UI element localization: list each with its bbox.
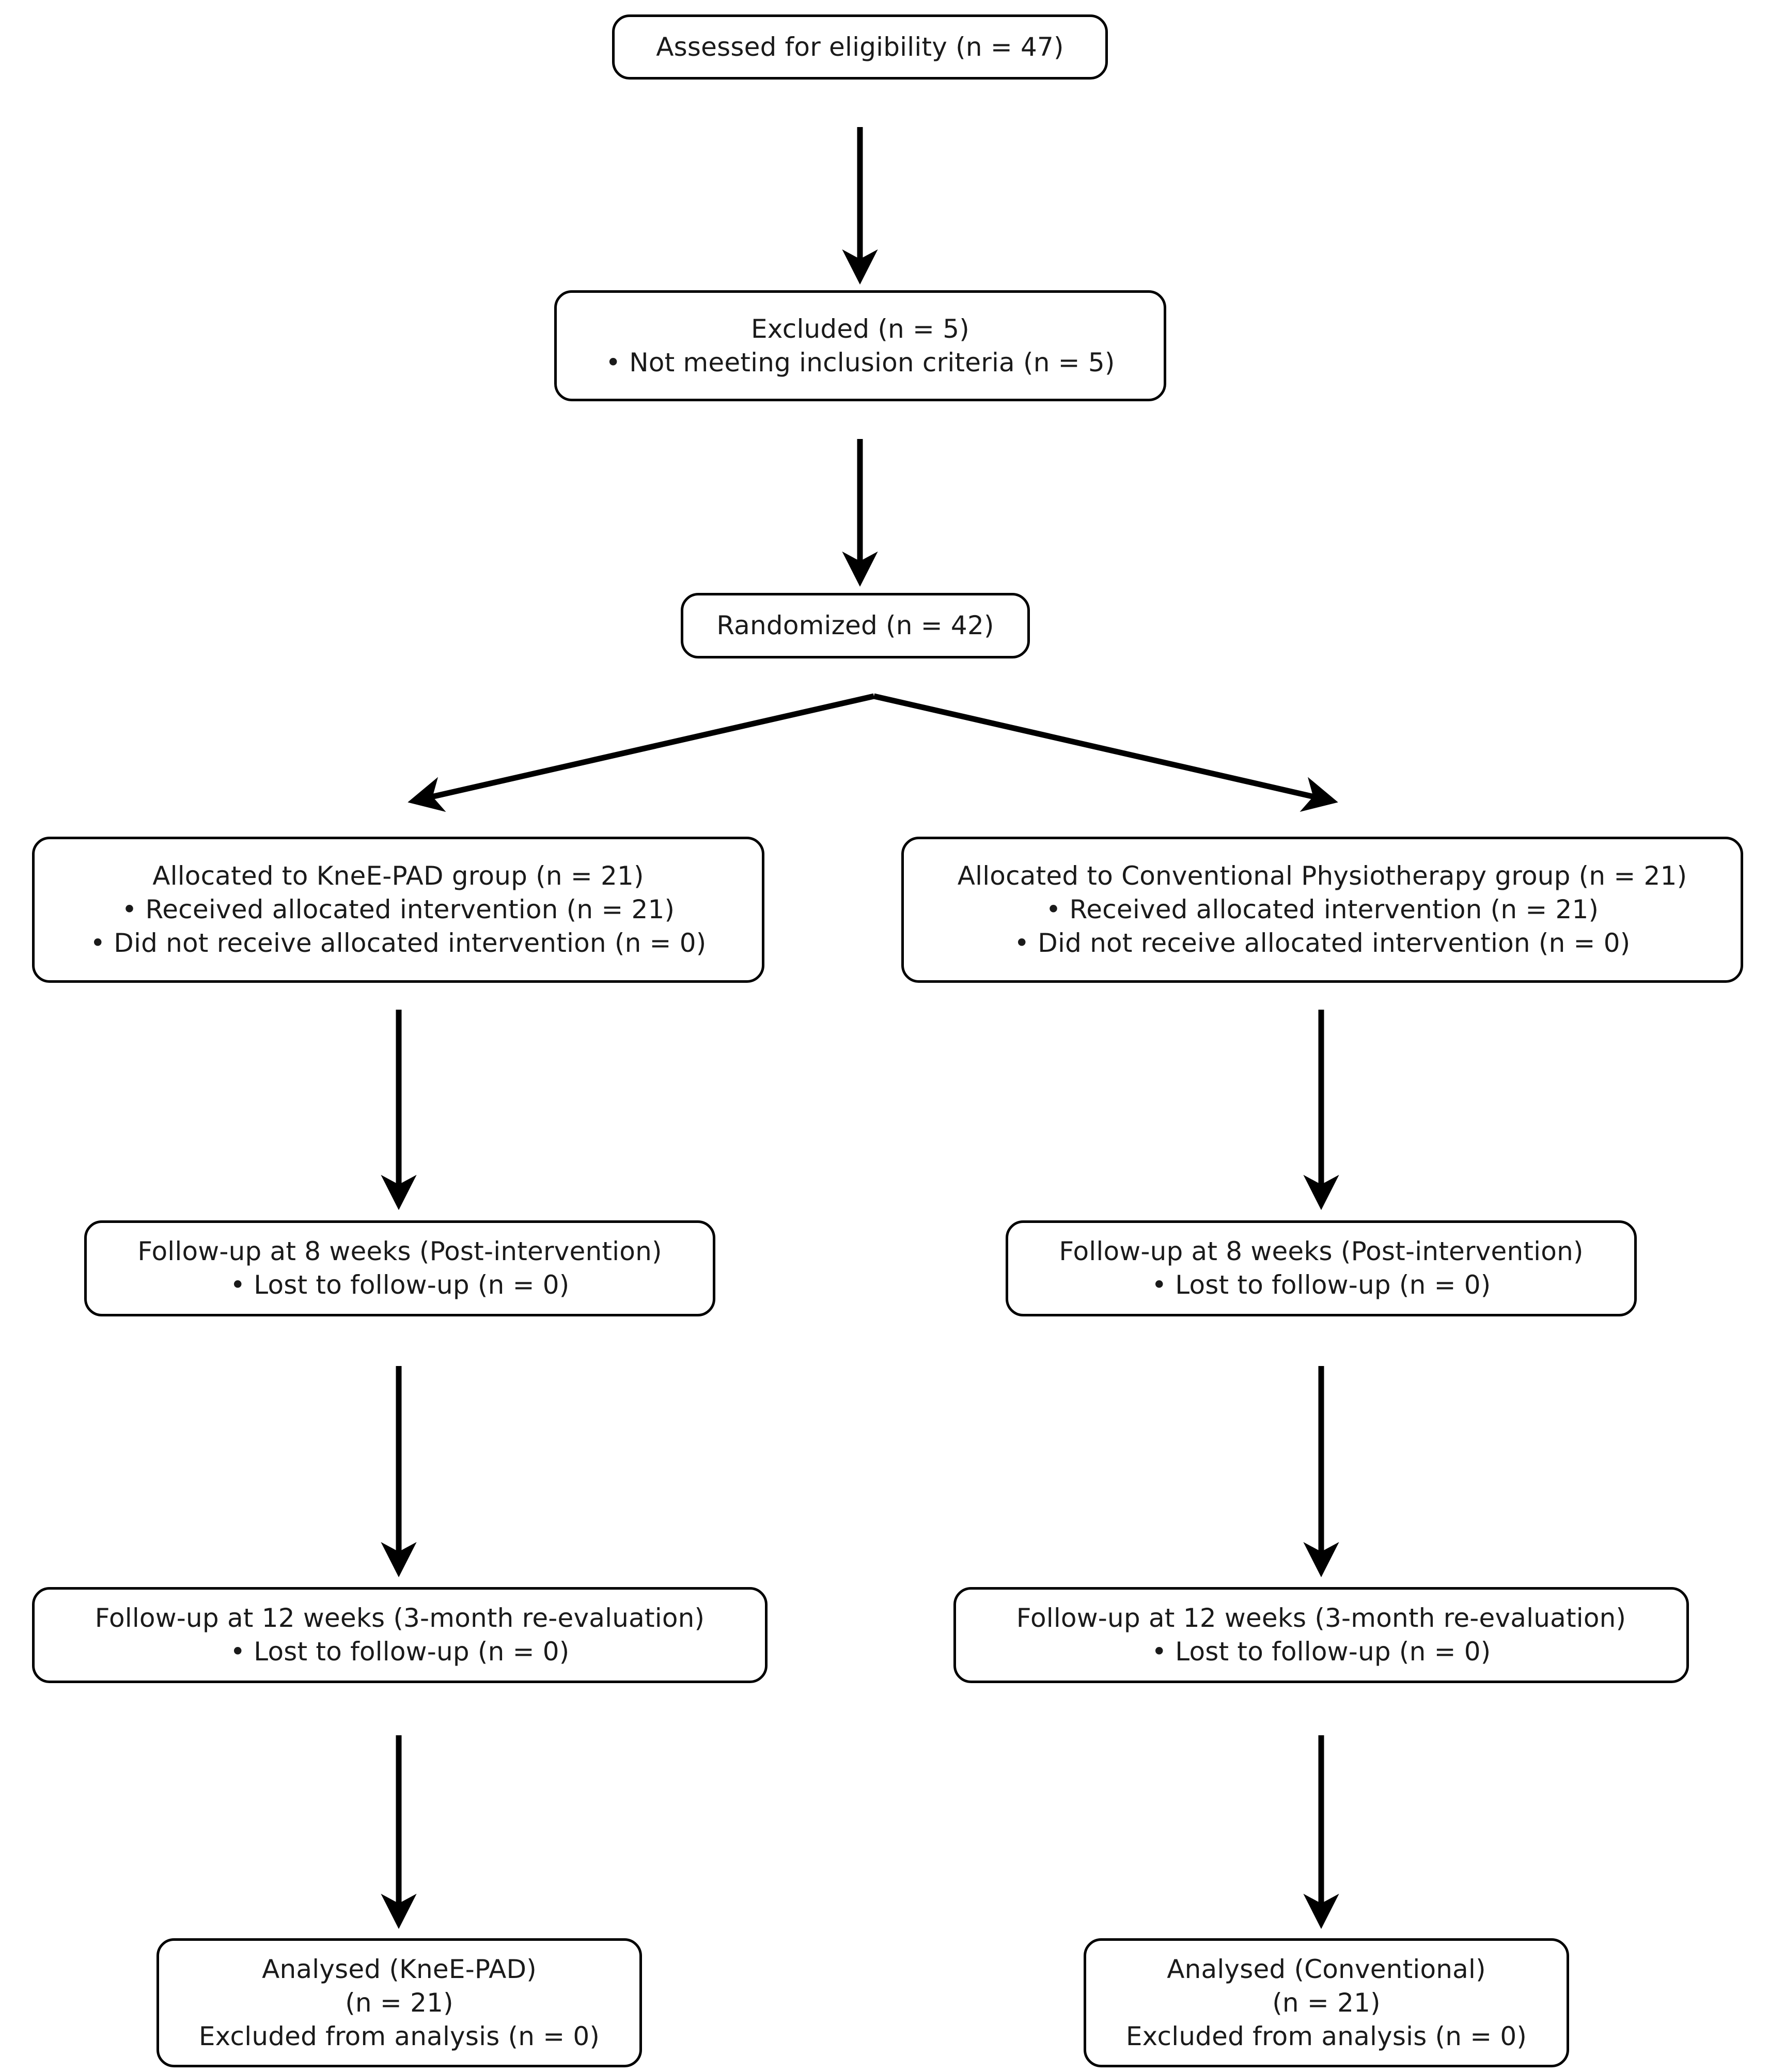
node-line: • Lost to follow-up (n = 0) [1151, 1270, 1491, 1300]
node-line: • Lost to follow-up (n = 0) [230, 1270, 570, 1300]
node-line: • Received allocated intervention (n = 2… [1045, 894, 1599, 924]
node-line: Allocated to Conventional Physiotherapy … [957, 861, 1687, 891]
node-analysed-conventional: Analysed (Conventional) (n = 21) Exclude… [1084, 1938, 1569, 2067]
node-allocation-kneepad: Allocated to KneE-PAD group (n = 21) • R… [32, 837, 764, 983]
node-line: • Lost to follow-up (n = 0) [1151, 1637, 1491, 1667]
node-line: (n = 21) [345, 1987, 453, 2018]
node-line: Follow-up at 8 weeks (Post-intervention) [1059, 1236, 1584, 1266]
node-line: Randomized (n = 42) [716, 610, 994, 640]
node-followup-12-weeks-kneepad: Follow-up at 12 weeks (3-month re-evalua… [32, 1587, 768, 1683]
node-line: Excluded from analysis (n = 0) [198, 2021, 600, 2051]
node-line: Allocated to KneE-PAD group (n = 21) [152, 861, 644, 891]
node-line: Follow-up at 12 weeks (3-month re-evalua… [95, 1603, 705, 1633]
node-assessed-for-eligibility: Assessed for eligibility (n = 47) [612, 14, 1108, 80]
node-line: Analysed (KneE-PAD) [262, 1954, 537, 1984]
node-followup-8-weeks-conventional: Follow-up at 8 weeks (Post-intervention)… [1006, 1220, 1637, 1316]
node-line: • Did not receive allocated intervention… [1014, 928, 1631, 958]
node-line: Excluded (n = 5) [751, 313, 969, 344]
node-line: Analysed (Conventional) [1167, 1954, 1486, 1984]
node-followup-8-weeks-kneepad: Follow-up at 8 weeks (Post-intervention)… [84, 1220, 715, 1316]
node-line: Excluded from analysis (n = 0) [1125, 2021, 1527, 2051]
node-line: • Received allocated intervention (n = 2… [121, 894, 675, 924]
node-line: • Did not receive allocated intervention… [90, 928, 707, 958]
node-line: Follow-up at 12 weeks (3-month re-evalua… [1016, 1603, 1626, 1633]
arrow-randomized-to-allocation-right [873, 693, 1338, 812]
node-line: Follow-up at 8 weeks (Post-intervention) [137, 1236, 662, 1266]
node-analysed-kneepad: Analysed (KneE-PAD) (n = 21) Excluded fr… [156, 1938, 642, 2067]
node-followup-12-weeks-conventional: Follow-up at 12 weeks (3-month re-evalua… [953, 1587, 1689, 1683]
node-line: • Lost to follow-up (n = 0) [230, 1637, 570, 1667]
arrow-randomized-to-allocation-left [408, 693, 875, 812]
node-line: (n = 21) [1272, 1987, 1381, 2018]
node-randomized: Randomized (n = 42) [681, 593, 1030, 658]
node-allocation-conventional: Allocated to Conventional Physiotherapy … [901, 837, 1743, 983]
node-excluded: Excluded (n = 5) • Not meeting inclusion… [554, 290, 1166, 401]
node-line: Assessed for eligibility (n = 47) [656, 32, 1064, 62]
node-line: • Not meeting inclusion criteria (n = 5) [605, 347, 1115, 378]
